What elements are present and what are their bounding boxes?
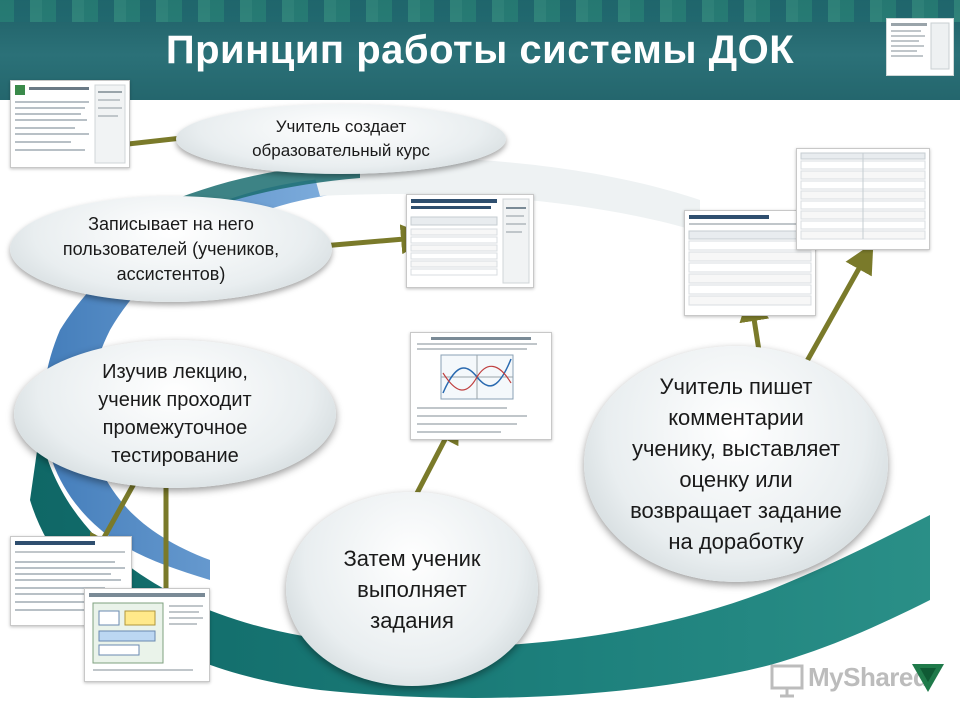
step-3-line-1: Изучив лекцию, [98, 358, 251, 386]
step-5-line-3: ученику, выставляет [630, 433, 842, 464]
step-4-line-1: Затем ученик [343, 543, 480, 574]
step-1-line-1: Учитель создает [252, 115, 430, 139]
arrow-step2-to-users [322, 238, 416, 246]
step-3-line-2: ученик проходит [98, 386, 251, 414]
step-4-line-3: задания [343, 605, 480, 636]
watermark: MyShared [768, 658, 948, 698]
course-screenshot-thumbnail [10, 80, 130, 168]
step-5-line-5: возвращает задание [630, 495, 842, 526]
step-2-line-1: Записывает на него [63, 212, 279, 237]
step-3-line-4: тестирование [98, 442, 251, 470]
triangle-logo-icon [910, 660, 946, 696]
step-2-line-3: ассистентов) [63, 262, 279, 287]
step-3-bubble: Изучив лекцию, ученик проходит промежуто… [14, 340, 336, 488]
presentation-icon [768, 660, 808, 700]
step-1-line-2: образовательный курс [252, 139, 430, 163]
users-screenshot-thumbnail [406, 194, 534, 288]
step-5-line-2: комментарии [630, 402, 842, 433]
step-2-bubble: Записывает на него пользователей (ученик… [10, 196, 332, 302]
step-1-bubble: Учитель создает образовательный курс [176, 104, 506, 174]
step-5-line-1: Учитель пишет [630, 371, 842, 402]
step-5-bubble: Учитель пишет комментарии ученику, выста… [584, 346, 888, 582]
graph-task-screenshot-thumbnail [410, 332, 552, 440]
step-2-line-2: пользователей (учеников, [63, 237, 279, 262]
step-3-line-3: промежуточное [98, 414, 251, 442]
test-screenshot-thumbnail [84, 588, 210, 682]
step-4-bubble: Затем ученик выполняет задания [286, 492, 538, 686]
step-5-line-4: оценку или [630, 464, 842, 495]
comments-screenshot-thumbnail [796, 148, 930, 250]
step-5-line-6: на доработку [630, 526, 842, 557]
step-4-line-2: выполняет [343, 574, 480, 605]
